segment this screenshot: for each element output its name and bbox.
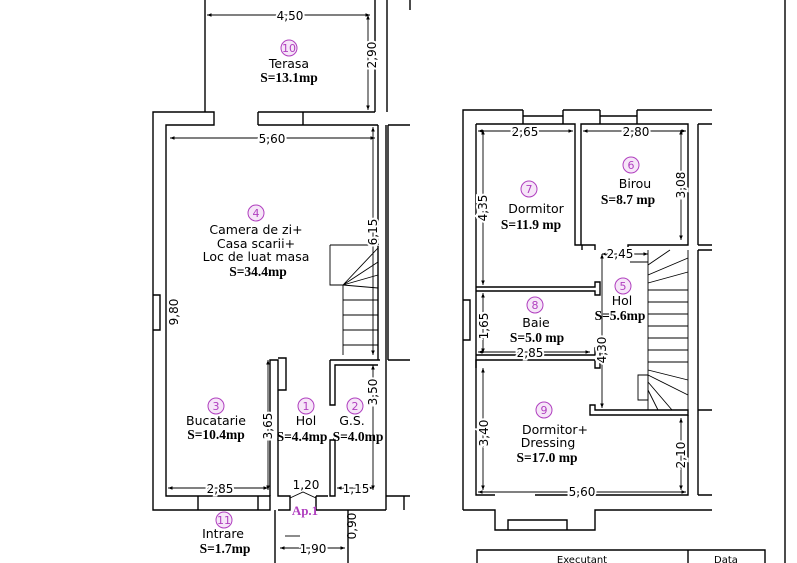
dim-hol-width: 2,45 — [607, 247, 634, 261]
room-label-bucatarie: 3 Bucatarie S=10.4mp — [186, 397, 246, 442]
room-area: S=8.7 mp — [601, 192, 655, 207]
dim-window-depth: 2,10 — [674, 442, 688, 469]
room-label-baie: 8 Baie S=5.0 mp — [510, 296, 564, 345]
room-area: S=11.9 mp — [501, 217, 561, 232]
dim-living-depth: 6,15 — [366, 219, 380, 246]
dim-dormitor-width: 2,65 — [512, 125, 539, 139]
room-name-line: Camera de zi+ — [209, 222, 302, 237]
room-number: 8 — [532, 299, 539, 312]
room-area: S=5.6mp — [595, 308, 646, 323]
title-block: Executant Data — [476, 549, 766, 563]
dim-dressing-width: 5,60 — [569, 485, 596, 499]
dimension-labels: 4,50 2,90 5,60 6,15 9,80 3,65 3,50 2,85 … — [167, 7, 382, 558]
room-label-hol-upper: 5 Hol S=5.6mp — [595, 277, 646, 323]
date-label: Data — [714, 555, 738, 563]
room-number-badge — [207, 397, 225, 415]
dim-dressing-depth: 3,40 — [477, 420, 491, 447]
dim-dormitor-depth: 4,35 — [476, 195, 490, 222]
room-label-dormitor: 7 Dormitor S=11.9 mp — [501, 180, 565, 232]
room-label-dormitor-dressing: 9 Dormitor+ Dressing S=17.0 mp — [517, 401, 588, 465]
dimension-lines — [478, 129, 686, 494]
terrace-walls — [204, 0, 411, 112]
room-area: S=1.7mp — [200, 541, 251, 556]
room-name: Birou — [619, 176, 651, 191]
room-name: Baie — [522, 315, 550, 330]
room-label-terasa: 10 Terasa S=13.1mp — [260, 39, 318, 85]
room-area: S=13.1mp — [260, 70, 318, 85]
dim-kitchen-depth: 3,65 — [261, 413, 275, 440]
room-label-camera-de-zi: 4 Camera de zi+ Casa scarii+ Loc de luat… — [203, 204, 310, 279]
room-area: S=4.4mp — [277, 429, 328, 444]
room-name-line: Casa scarii+ — [217, 236, 295, 251]
room-number-badge — [614, 277, 632, 295]
room-number-badge — [526, 296, 544, 314]
ground-floor-plan: 4,50 2,90 5,60 6,15 9,80 3,65 3,50 2,85 … — [152, 0, 411, 563]
dim-total-depth: 9,80 — [167, 299, 181, 326]
exterior-walls — [152, 111, 410, 511]
room-number-badge — [346, 397, 364, 415]
room-area: S=5.0 mp — [510, 330, 564, 345]
room-number-badge — [520, 180, 538, 198]
dim-hol-depth: 4,30 — [595, 337, 609, 364]
room-number-badge — [280, 39, 298, 57]
dim-wc-depth: 3,50 — [366, 379, 380, 406]
room-label-gs: 2 G.S. S=4.0mp — [333, 397, 384, 444]
room-name: Hol — [612, 293, 633, 308]
dim-birou-width: 2,80 — [623, 125, 650, 139]
room-number: 11 — [217, 514, 231, 527]
dim-hall-width: 1,20 — [293, 478, 320, 492]
room-name-line: Loc de luat masa — [203, 249, 310, 264]
room-number: 4 — [253, 207, 260, 220]
apartment-label: Ap.1 — [292, 503, 318, 518]
side-window — [153, 294, 161, 331]
dim-entry-depth: 0,90 — [345, 513, 359, 540]
room-number-badge — [297, 397, 315, 415]
room-name: G.S. — [339, 413, 365, 428]
dim-birou-depth: 3,08 — [674, 172, 688, 199]
room-label-intrare: 11 Intrare S=1.7mp — [200, 511, 251, 556]
room-number: 7 — [526, 183, 533, 196]
dim-wc-width: 1,15 — [343, 482, 370, 496]
room-name-line: Dormitor+ — [522, 422, 588, 437]
dim-terrace-depth: 2,90 — [365, 42, 379, 69]
room-number: 2 — [352, 400, 359, 413]
executant-label: Executant — [557, 555, 607, 563]
room-label-hol: 1 Hol S=4.4mp — [277, 397, 328, 444]
room-number-badge — [247, 204, 265, 222]
interior-walls — [269, 357, 380, 511]
room-number: 10 — [282, 42, 296, 55]
staircase — [329, 244, 379, 355]
room-area: S=4.0mp — [333, 429, 384, 444]
room-number: 6 — [628, 159, 635, 172]
room-name-line: Dressing — [521, 435, 576, 450]
dim-terrace-width: 4,50 — [277, 9, 304, 23]
room-number-badge — [622, 156, 640, 174]
room-number: 1 — [303, 400, 310, 413]
upper-floor-plan: 2,65 2,80 4,35 3,08 2,45 1,65 2,85 4,30 … — [462, 0, 786, 563]
dim-kitchen-width: 2,85 — [207, 482, 234, 496]
room-area: S=34.4mp — [229, 264, 287, 279]
room-number-badge — [535, 401, 553, 419]
dim-living-width: 5,60 — [259, 132, 286, 146]
room-label-birou: 6 Birou S=8.7 mp — [601, 156, 655, 207]
dim-entry-width: 1,90 — [300, 542, 327, 556]
room-name: Hol — [296, 413, 317, 428]
dim-baie-depth: 1,65 — [477, 313, 491, 340]
room-name: Bucatarie — [186, 413, 246, 428]
dimension-lines — [165, 13, 375, 550]
room-area: S=17.0 mp — [517, 450, 578, 465]
room-area: S=10.4mp — [187, 427, 245, 442]
room-name: Terasa — [268, 56, 309, 71]
room-number: 9 — [541, 404, 548, 417]
dim-baie-width: 2,85 — [517, 346, 544, 360]
room-number: 3 — [213, 400, 220, 413]
room-name: Dormitor — [508, 201, 564, 216]
exterior-walls — [462, 0, 786, 563]
room-number: 5 — [620, 280, 627, 293]
room-number-badge — [215, 511, 233, 529]
dimension-labels: 2,65 2,80 4,35 3,08 2,45 1,65 2,85 4,30 … — [474, 123, 690, 501]
room-name: Intrare — [202, 526, 244, 541]
staircase — [630, 249, 689, 411]
